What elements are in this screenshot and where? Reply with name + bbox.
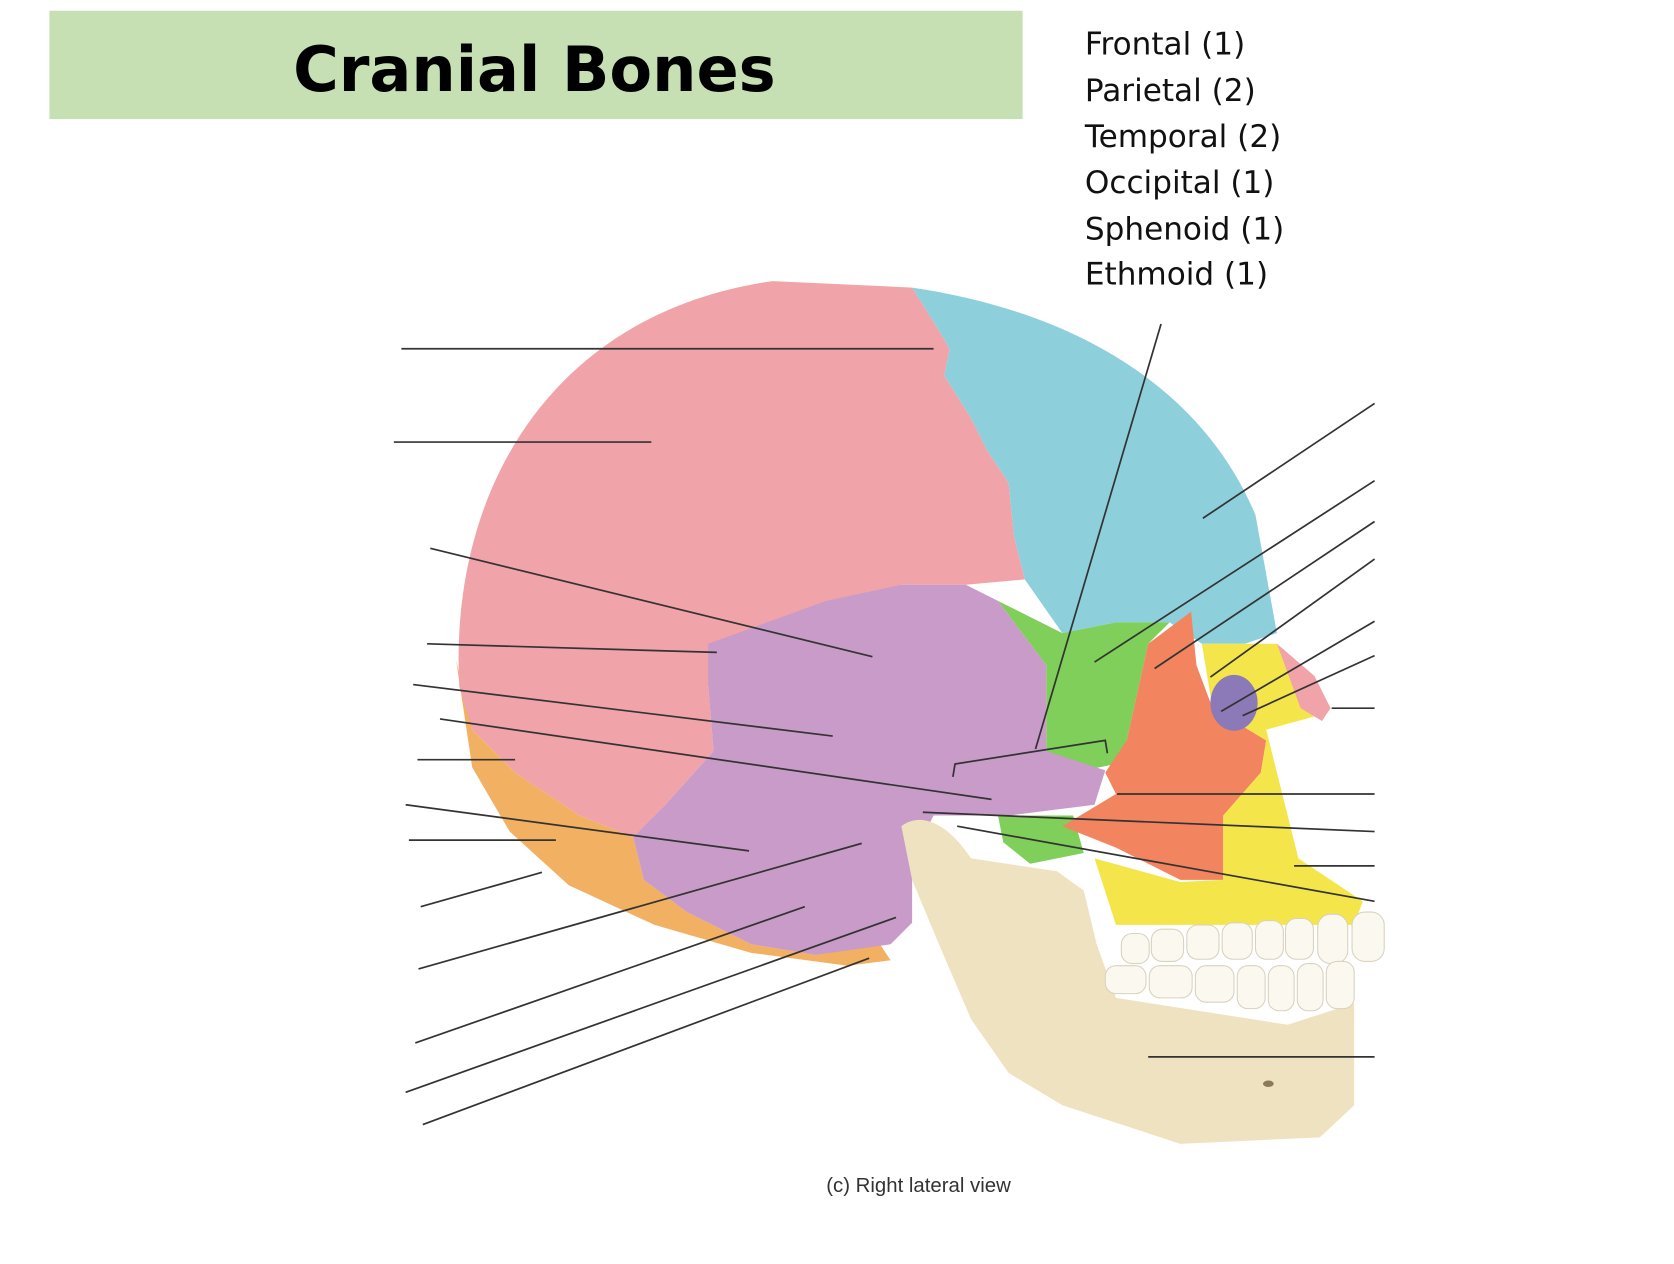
frontal-bone xyxy=(912,287,1277,644)
bone-list-item: Temporal (2) xyxy=(1084,119,1281,155)
bone-list-item: Parietal (2) xyxy=(1085,73,1256,109)
maxilla-bone xyxy=(1094,643,1363,925)
orbit-lacrimal xyxy=(1210,674,1258,731)
bone-list-item: Sphenoid (1) xyxy=(1085,211,1284,247)
bone-list-item: Ethmoid (1) xyxy=(1085,256,1268,292)
sphenoid-bone xyxy=(997,600,1170,864)
page-title: Cranial Bones xyxy=(293,33,776,106)
bone-list-item: Frontal (1) xyxy=(1085,27,1245,63)
bone-list: Frontal (1) Parietal (2) Temporal (2) Oc… xyxy=(1084,27,1284,293)
label-leader-lines xyxy=(393,323,1376,1126)
skull-illustration xyxy=(456,281,1385,1144)
figure-caption: (c) Right lateral view xyxy=(826,1175,1011,1197)
bone-list-item: Occipital (1) xyxy=(1085,165,1275,201)
title-banner xyxy=(49,10,1023,120)
nasal-bone xyxy=(1276,643,1331,722)
temporal-bone xyxy=(633,584,1106,955)
mental-foramen xyxy=(1262,1080,1274,1087)
zygomatic-bone xyxy=(1062,611,1267,880)
occipital-bone xyxy=(456,659,891,966)
parietal-bone xyxy=(458,281,1025,837)
teeth xyxy=(1104,911,1385,1012)
mandible-bone xyxy=(901,819,1355,1144)
